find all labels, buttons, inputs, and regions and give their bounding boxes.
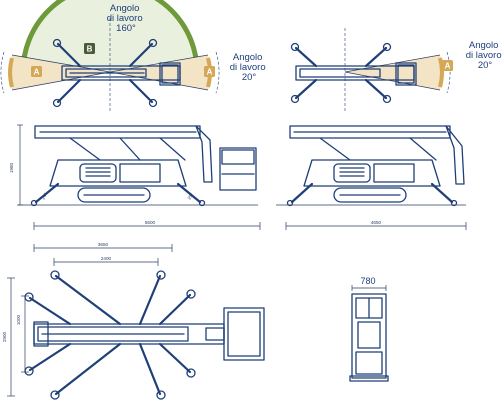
dim-side-outer: 2900	[2, 331, 7, 342]
label-a-angle-right: Angolo di lavoro 20°	[466, 40, 504, 71]
working-area-a-left-arc	[8, 57, 14, 88]
working-area-a-left-zone	[9, 55, 111, 90]
front-view: 780	[349, 276, 389, 382]
badge-a-left	[31, 66, 42, 77]
dim-top-outer: 3650	[98, 242, 109, 247]
dim-top-inner: 2400	[101, 256, 112, 261]
badge-a-left-letter: A	[34, 68, 40, 77]
length-dim-left: 5500	[145, 220, 156, 225]
side-view-right: 4650	[276, 125, 467, 230]
plan-view-bottom: 3650 2400 2900 1000	[2, 242, 265, 400]
angle-right-label: 25°	[187, 192, 195, 201]
working-area-b-arc	[20, 0, 200, 73]
label-a-angle: Angolo di lavoro 20°	[230, 52, 269, 83]
front-width-label: 780	[360, 276, 375, 286]
angle-left-label: 24°	[41, 192, 49, 201]
badge-b	[84, 43, 95, 54]
badge-a-topright-letter: A	[445, 62, 451, 71]
top-left-plan-view: B A A Angolo di lavoro 160° Angolo di la…	[0, 0, 269, 112]
top-right-plan-view: A Angolo di lavoro 20°	[290, 28, 504, 112]
badge-b-letter: B	[87, 45, 93, 54]
height-dim-label: 1980	[9, 162, 14, 173]
label-b-angle: Angolo di lavoro 160°	[107, 3, 146, 34]
side-view-left: 24° 25° 1980 5500	[9, 124, 261, 230]
badge-a-right	[204, 66, 215, 77]
badge-a-topright	[442, 60, 453, 71]
badge-a-right-letter: A	[207, 68, 213, 77]
length-dim-right: 4650	[371, 220, 382, 225]
dim-side-inner: 1000	[16, 314, 21, 325]
